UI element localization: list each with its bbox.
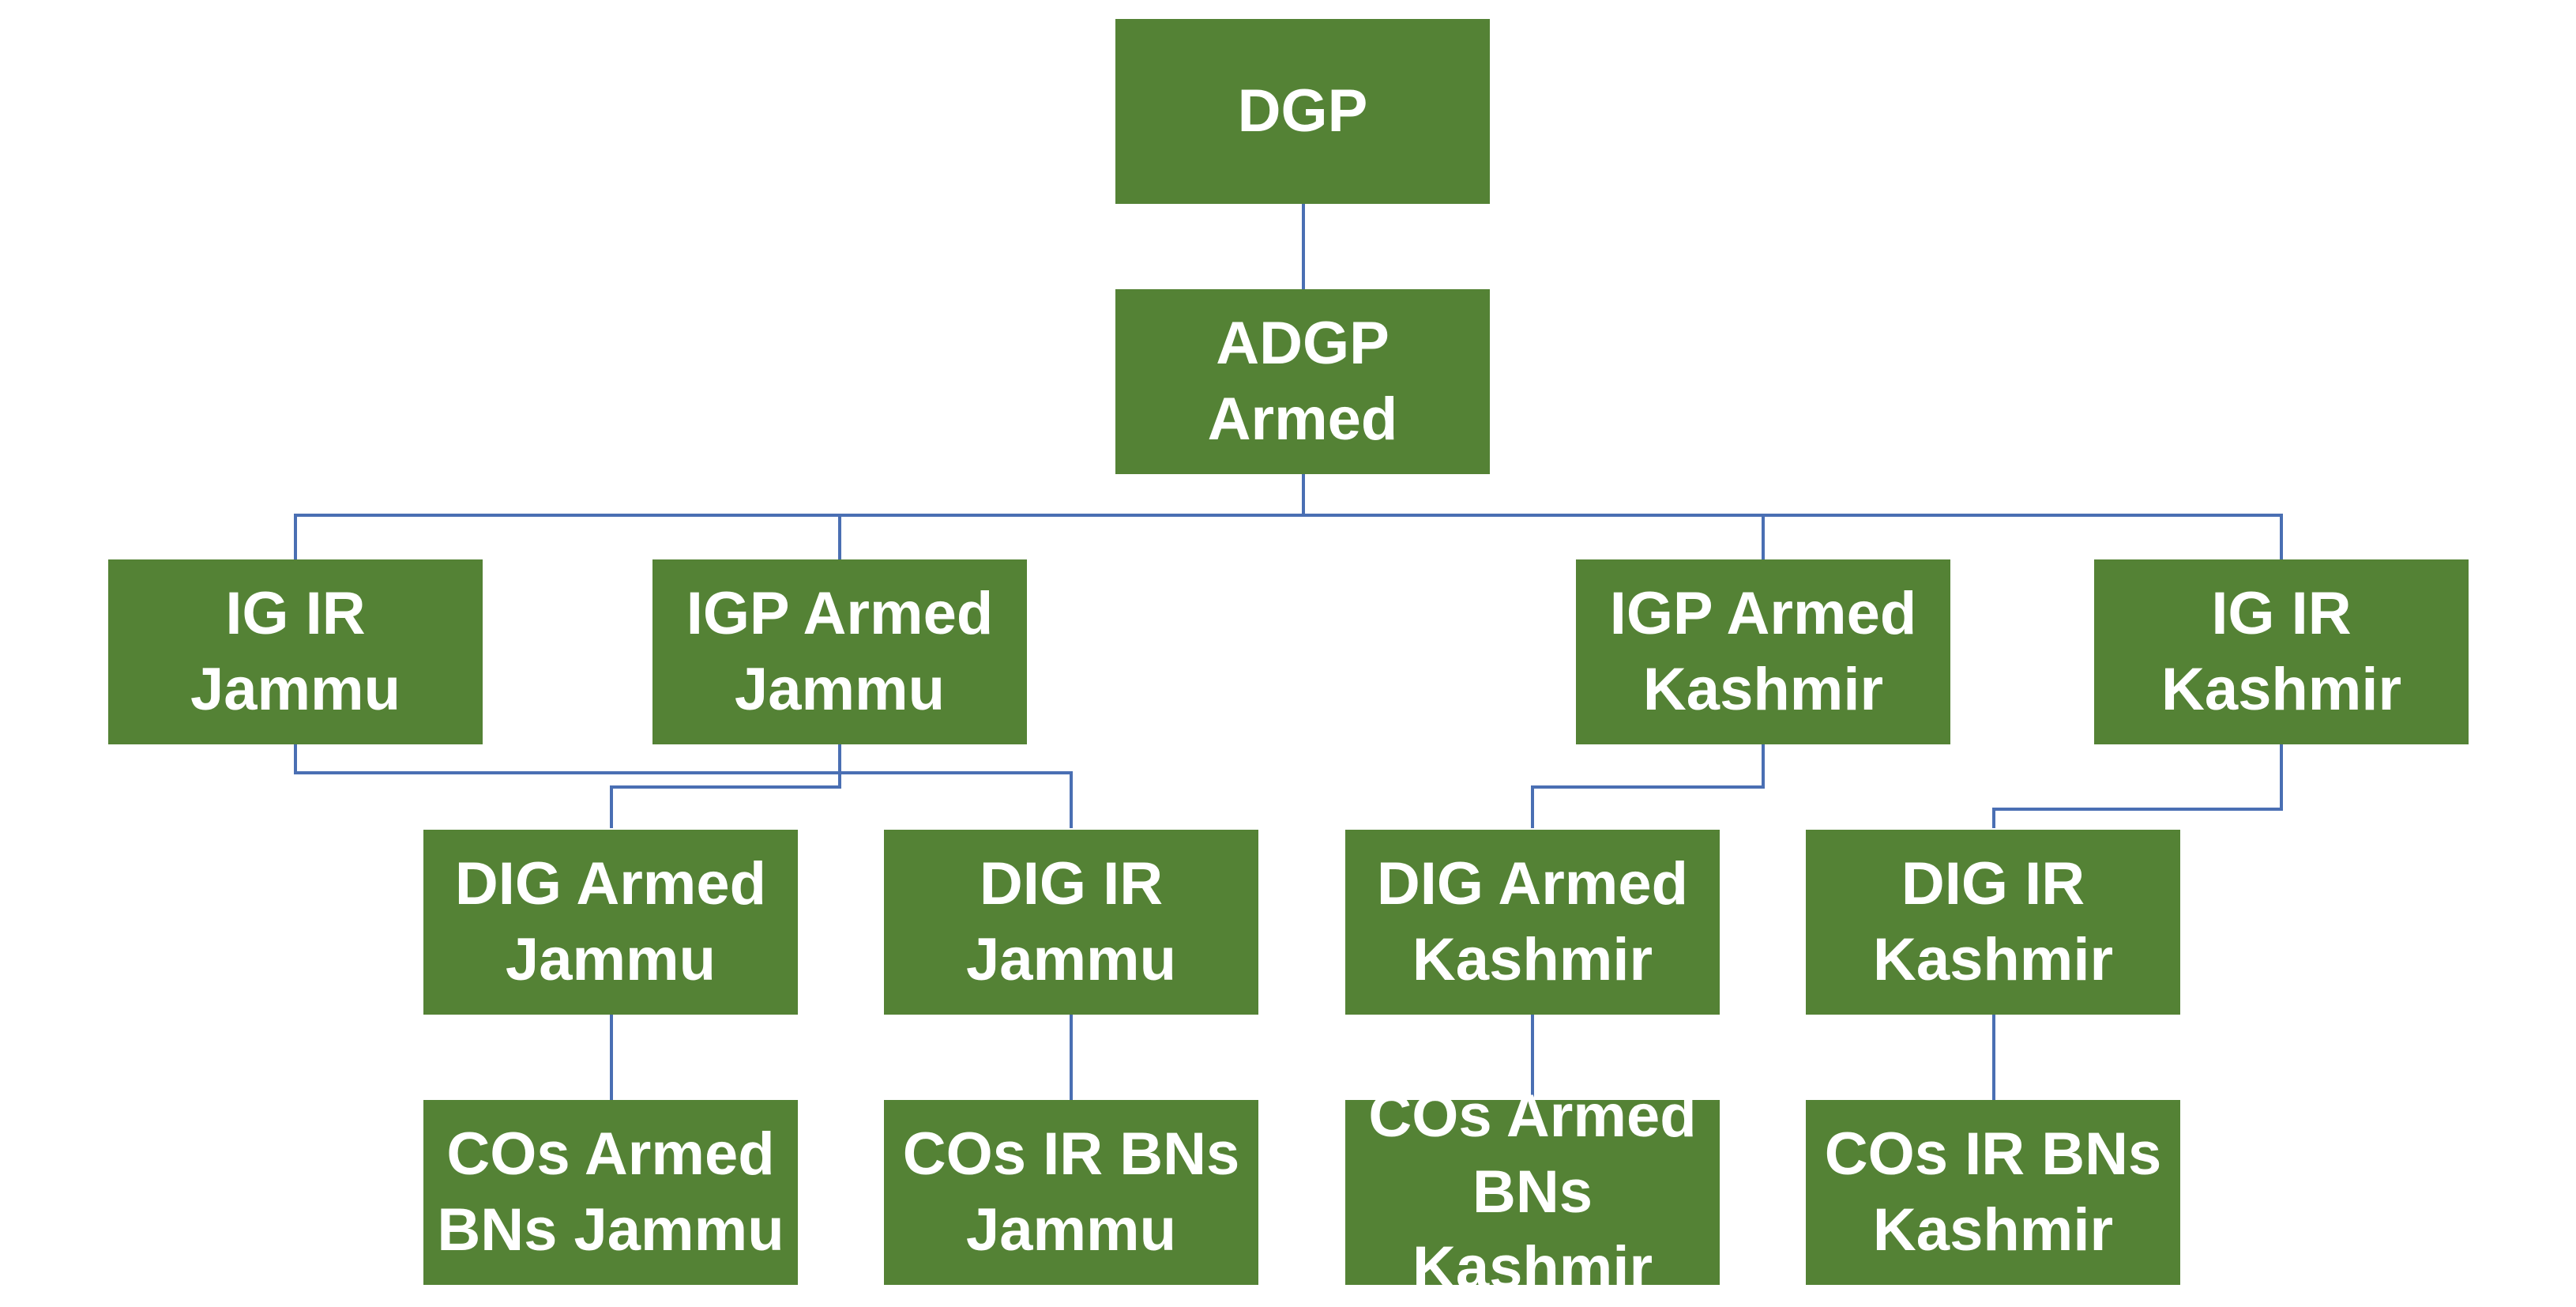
node-label-adgp-armed: ADGP Armed [1207,310,1398,453]
node-label-dig-ir-kashmir: DIG IR Kashmir [1872,850,2114,993]
node-label-dgp: DGP [1237,77,1368,145]
node-label-ig-ir-jammu: IG IR Jammu [190,580,401,723]
node-label-dig-armed-jammu: DIG Armed Jammu [454,850,767,993]
node-label-dig-armed-kashmir: DIG Armed Kashmir [1376,850,1689,993]
node-ig-ir-kashmir: IG IR Kashmir [2094,559,2469,744]
node-label-cos-ir-bns-jammu: COs IR BNs Jammu [902,1121,1240,1264]
node-dig-armed-jammu: DIG Armed Jammu [423,830,798,1015]
node-dig-ir-jammu: DIG IR Jammu [884,830,1258,1015]
node-igp-armed-kashmir: IGP Armed Kashmir [1576,559,1950,744]
node-label-cos-armed-bns-kashmir: COs Armed BNs Kashmir [1368,1083,1697,1301]
node-dig-ir-kashmir: DIG IR Kashmir [1806,830,2180,1015]
node-dgp: DGP [1115,19,1490,204]
node-ig-ir-jammu: IG IR Jammu [108,559,483,744]
node-adgp-armed: ADGP Armed [1115,289,1490,474]
node-label-igp-armed-jammu: IGP Armed Jammu [686,580,994,723]
node-cos-ir-bns-jammu: COs IR BNs Jammu [884,1100,1258,1285]
node-cos-ir-bns-kashmir: COs IR BNs Kashmir [1806,1100,2180,1285]
node-label-igp-armed-kashmir: IGP Armed Kashmir [1609,580,1917,723]
node-cos-armed-bns-kashmir: COs Armed BNs Kashmir [1345,1083,1720,1301]
node-igp-armed-jammu: IGP Armed Jammu [652,559,1027,744]
node-dig-armed-kashmir: DIG Armed Kashmir [1345,830,1720,1015]
node-cos-armed-bns-jammu: COs Armed BNs Jammu [423,1100,798,1285]
node-label-ig-ir-kashmir: IG IR Kashmir [2160,580,2402,723]
node-label-dig-ir-jammu: DIG IR Jammu [965,850,1177,993]
node-label-cos-armed-bns-jammu: COs Armed BNs Jammu [437,1121,784,1264]
node-label-cos-ir-bns-kashmir: COs IR BNs Kashmir [1824,1121,2162,1264]
